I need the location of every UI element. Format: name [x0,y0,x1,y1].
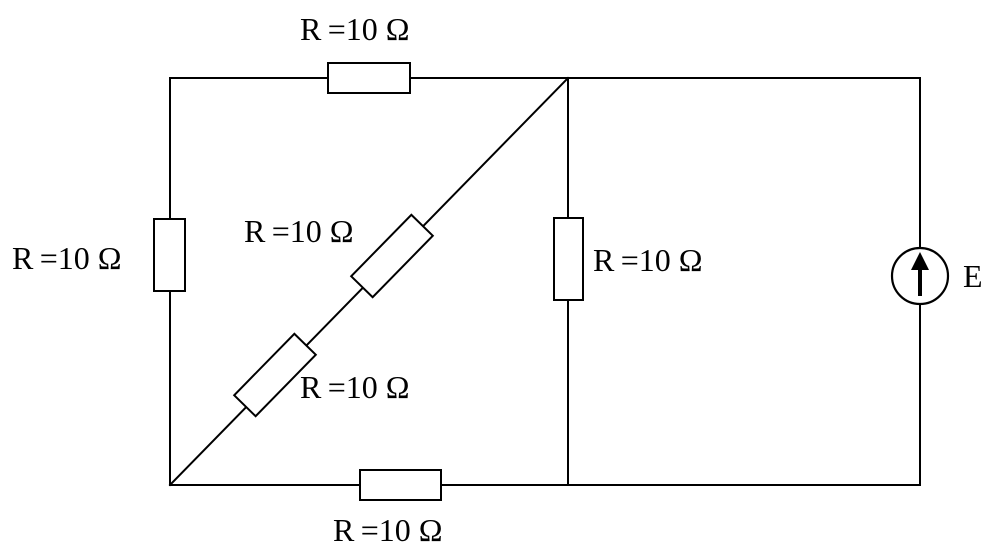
arrow-up-icon [911,252,929,296]
resistor-diagonal-lower [232,332,318,418]
label-resistor-top: R =10 Ω [300,11,410,47]
resistor-top [327,62,411,94]
labels: R =10 Ω R =10 Ω R =10 Ω R =10 Ω R =10 Ω … [12,11,983,548]
wires [168,76,921,487]
label-resistor-diagonal-lower: R =10 Ω [300,369,410,405]
label-resistor-bottom: R =10 Ω [333,512,443,548]
label-resistor-left: R =10 Ω [12,240,122,276]
label-resistor-diagonal-upper: R =10 Ω [244,213,354,249]
label-source: E [963,258,983,294]
resistor-bottom [359,469,442,501]
resistor-diagonal-upper [349,213,435,299]
resistors [153,62,584,501]
resistor-left [153,218,186,292]
voltage-source [890,246,950,306]
resistor-middle [553,217,584,301]
label-resistor-middle: R =10 Ω [593,242,703,278]
